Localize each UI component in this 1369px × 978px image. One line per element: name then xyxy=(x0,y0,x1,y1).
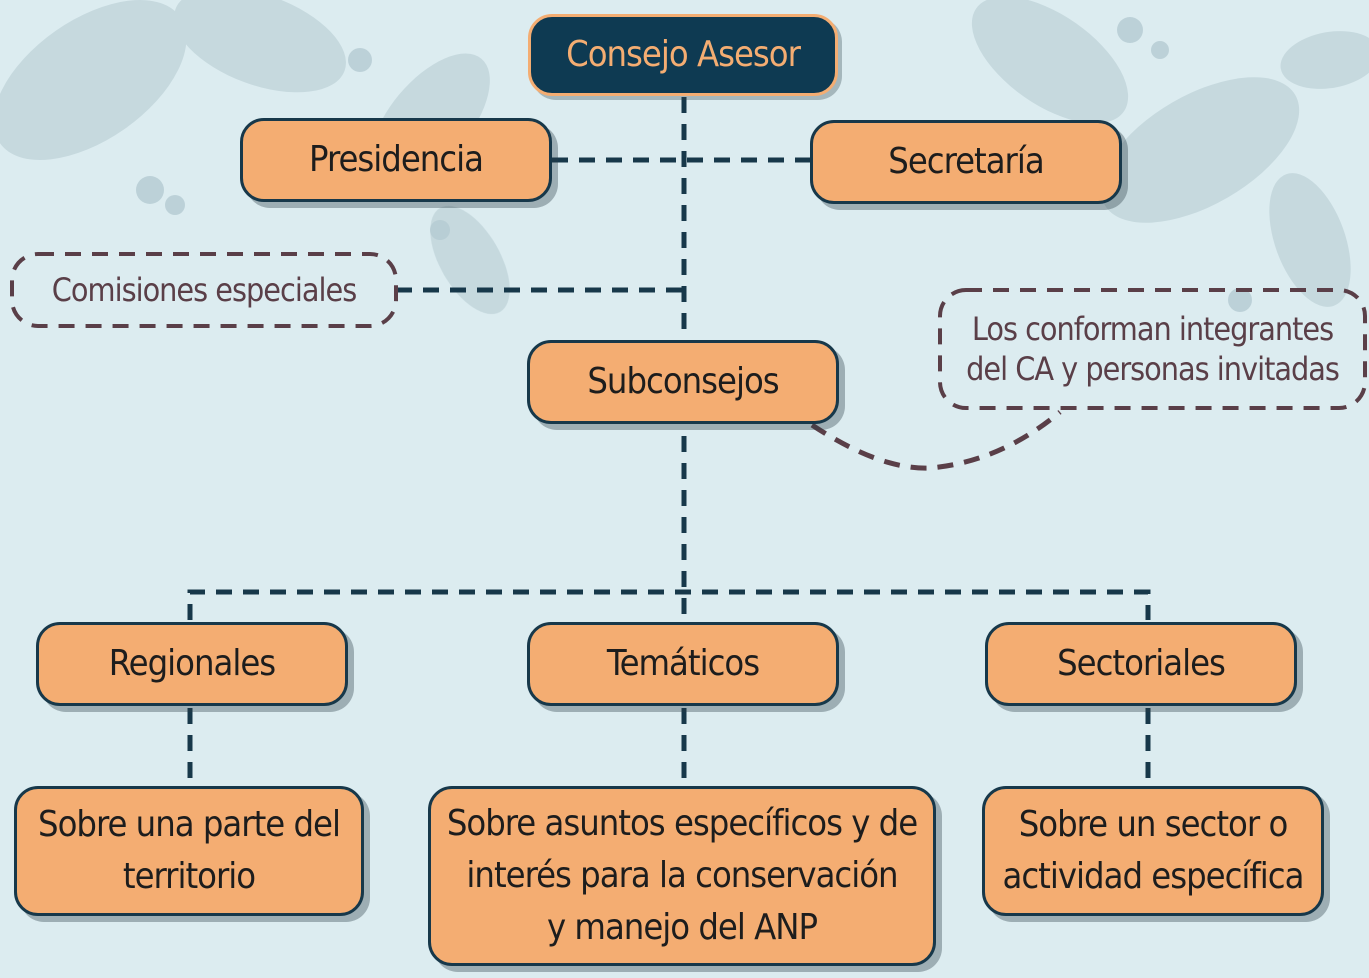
tematicos-label: Temáticos xyxy=(606,642,760,684)
note-tail xyxy=(810,410,1062,471)
regionales-desc-line1: Sobre una parte del xyxy=(38,803,341,845)
regionales-label: Regionales xyxy=(108,642,276,684)
subconsejos-note: Los conforman integrantes del CA y perso… xyxy=(942,292,1363,406)
comisiones-especiales-note: Comisiones especiales xyxy=(14,256,394,324)
secretaria-label: Secretaría xyxy=(888,140,1044,182)
sectoriales-desc-line2: actividad específica xyxy=(1002,856,1305,897)
regionales-description: Sobre una parte del territorio xyxy=(14,786,364,916)
sectoriales-description: Sobre un sector o actividad específica xyxy=(982,786,1324,916)
regionales-node: Regionales xyxy=(36,622,348,706)
secretaria-node: Secretaría xyxy=(810,120,1122,204)
subconsejos-node: Subconsejos xyxy=(527,340,839,424)
subconsejos-label: Subconsejos xyxy=(587,360,779,402)
tematicos-description: Sobre asuntos específicos y de interés p… xyxy=(428,786,936,966)
sectoriales-desc-line1: Sobre un sector o xyxy=(1018,803,1289,845)
subconsejos-note-line2: del CA y personas invitadas xyxy=(966,350,1340,388)
subconsejos-note-line1: Los conforman integrantes xyxy=(971,310,1334,348)
tematicos-desc-line1: Sobre asuntos específicos y de xyxy=(446,802,918,844)
consejo-asesor-node: Consejo Asesor xyxy=(528,14,838,96)
comisiones-outline xyxy=(10,252,398,328)
comisiones-especiales-label: Comisiones especiales xyxy=(51,271,357,309)
presidencia-node: Presidencia xyxy=(240,118,552,202)
note-outline xyxy=(938,288,1367,410)
tematicos-desc-line2: interés para la conservación xyxy=(466,854,898,896)
regionales-desc-line2: territorio xyxy=(122,856,256,897)
consejo-asesor-label: Consejo Asesor xyxy=(566,33,801,75)
sectoriales-node: Sectoriales xyxy=(985,622,1297,706)
presidencia-label: Presidencia xyxy=(309,138,484,180)
connector-branch-bar xyxy=(187,589,1151,620)
tematicos-desc-line3: y manejo del ANP xyxy=(546,907,818,949)
tematicos-node: Temáticos xyxy=(527,622,839,706)
sectoriales-label: Sectoriales xyxy=(1057,642,1226,684)
